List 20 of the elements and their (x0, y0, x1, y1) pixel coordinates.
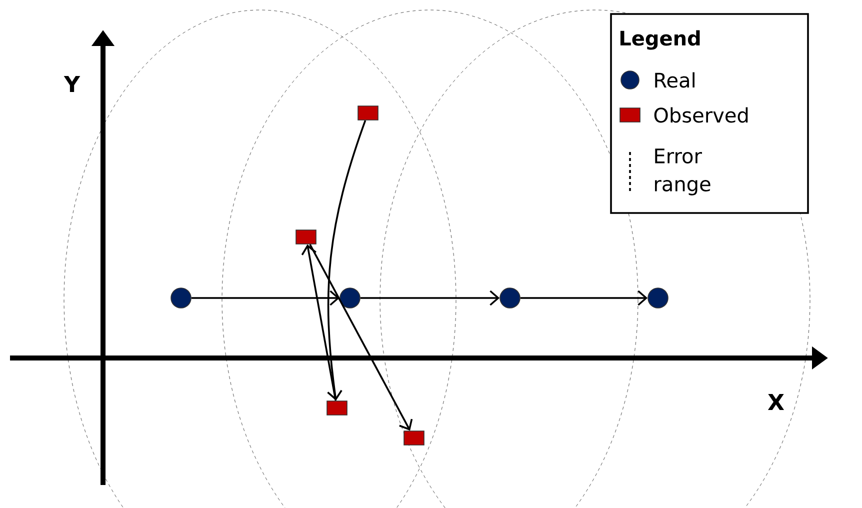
real-point (648, 288, 668, 308)
legend-text: Error range (655, 148, 710, 196)
observed-point (326, 400, 348, 416)
observed-point (404, 430, 424, 446)
legend-text: Observed (654, 107, 748, 123)
real-point (170, 288, 192, 308)
legend-text: Real (655, 72, 694, 88)
axis-label: Y (64, 76, 80, 92)
observed-point (296, 230, 316, 244)
arrow (309, 244, 413, 431)
arrow (301, 244, 337, 401)
arrow (191, 290, 340, 306)
arrow (360, 290, 500, 306)
real-point (500, 288, 520, 308)
real-point (340, 288, 360, 308)
legend-title: Legend (620, 30, 700, 50)
arrow (520, 290, 648, 306)
arrow (327, 120, 366, 401)
axis-label: X (768, 394, 784, 410)
observed-point (358, 106, 378, 120)
